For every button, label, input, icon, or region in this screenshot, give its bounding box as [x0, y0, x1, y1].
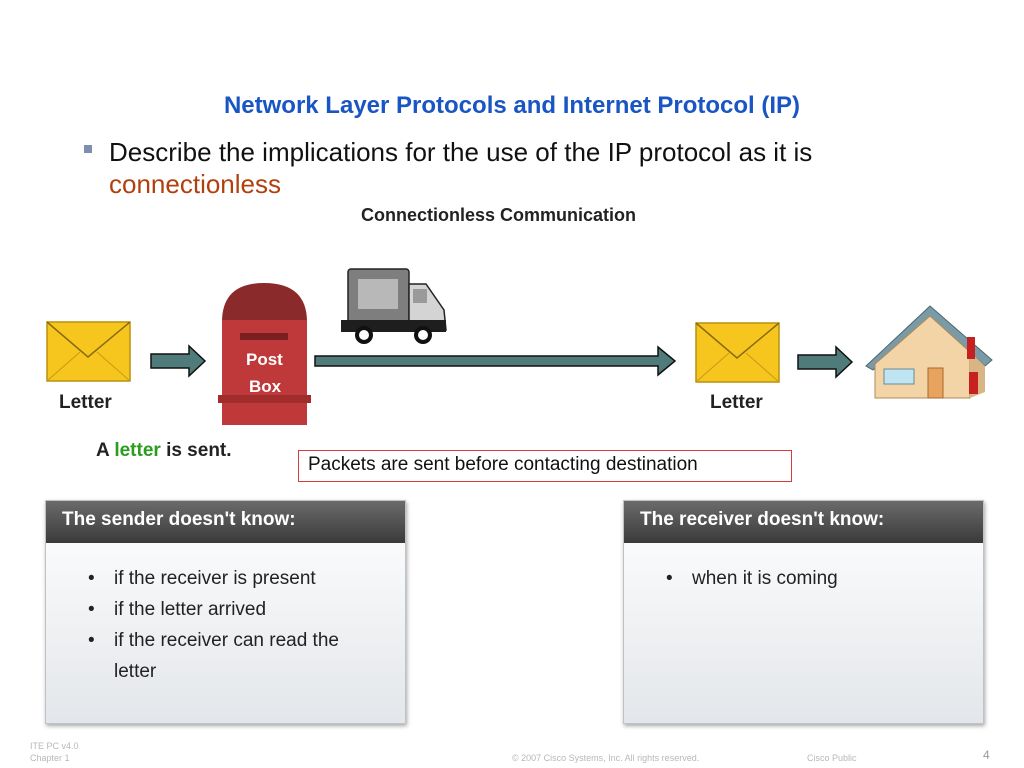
sender-panel-header: The sender doesn't know:	[46, 501, 405, 543]
envelope-icon	[46, 321, 131, 382]
sent-prefix: A	[96, 440, 110, 461]
arrow-right-icon	[150, 344, 207, 378]
sender-panel: The sender doesn't know: if the receiver…	[45, 500, 406, 724]
letter-left-label: Letter	[59, 392, 112, 413]
list-item: when it is coming	[666, 563, 952, 594]
post-box-icon	[218, 283, 311, 425]
diagram-title: Connectionless Communication	[361, 205, 637, 225]
receiver-panel: The receiver doesn't know: when it is co…	[623, 500, 984, 724]
receiver-panel-header: The receiver doesn't know:	[624, 501, 983, 543]
bullet-point: Describe the implications for the use of…	[109, 136, 929, 200]
footer-course-name: ITE PC v4.0	[30, 741, 79, 751]
bullet-square-icon	[84, 145, 92, 153]
bullet-text: Describe the implications for the use of…	[109, 137, 813, 167]
truck-icon	[341, 268, 447, 344]
post-box-label-line2: Box	[249, 377, 282, 396]
letter-right-label: Letter	[710, 392, 763, 413]
sender-list: if the receiver is present if the letter…	[46, 543, 405, 687]
arrow-right-icon	[314, 345, 677, 377]
footer-chapter: Chapter 1	[30, 753, 70, 763]
slide-title: Network Layer Protocols and Internet Pro…	[223, 92, 801, 119]
footer-copyright: © 2007 Cisco Systems, Inc. All rights re…	[512, 753, 700, 763]
packet-note: Packets are sent before contacting desti…	[298, 450, 792, 482]
footer-course: ITE PC v4.0 Chapter 1	[30, 740, 79, 764]
page-number: 4	[983, 748, 990, 762]
receiver-list: when it is coming	[624, 543, 983, 594]
arrow-right-icon	[797, 345, 854, 379]
sent-suffix: is sent.	[166, 440, 232, 461]
list-item: if the letter arrived	[88, 594, 374, 625]
envelope-icon	[695, 322, 780, 383]
list-item: if the receiver can read the letter	[88, 625, 374, 687]
footer-classification: Cisco Public	[807, 753, 857, 763]
bullet-highlight: connectionless	[109, 169, 281, 199]
house-icon	[865, 305, 993, 399]
sent-highlight: letter	[114, 440, 161, 461]
list-item: if the receiver is present	[88, 563, 374, 594]
post-box-label-line1: Post	[246, 350, 283, 369]
sent-caption: A letter is sent.	[96, 440, 232, 462]
